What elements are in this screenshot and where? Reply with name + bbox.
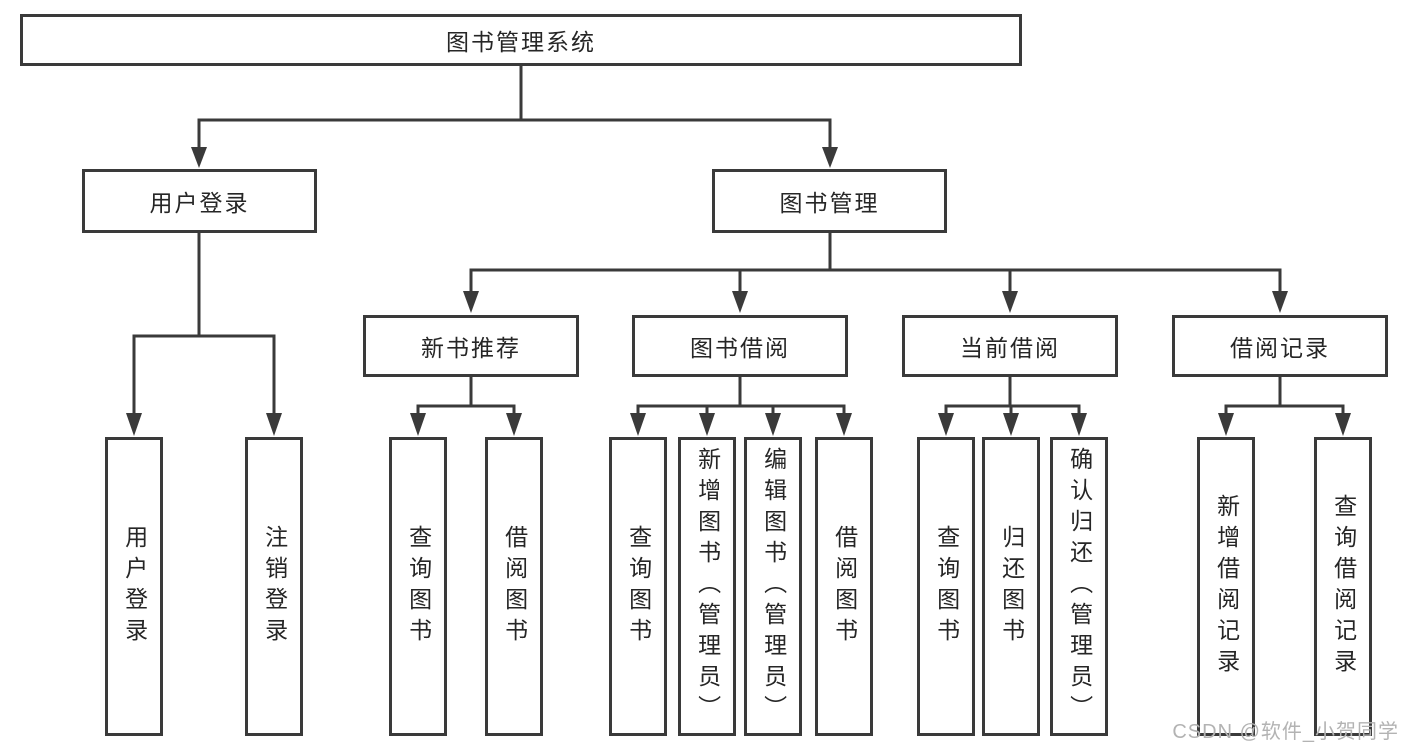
leaf-query-books-borrowing: 查询图书 [609,437,667,736]
connector-current-borrowing-to-leaves [938,377,1087,436]
node-user-login: 用户登录 [82,169,317,233]
csdn-watermark: CSDN @软件_小贺同学 [1172,721,1399,743]
leaf-add-borrow-record: 新增借阅记录 [1197,437,1255,736]
node-book-borrowing: 图书借阅 [632,315,848,377]
leaf-add-books-admin: 新增图书（管理员） [678,437,736,736]
leaf-user-login: 用户登录 [105,437,163,736]
leaf-borrow-books: 借阅图书 [815,437,873,736]
connector-user-login-to-leaves [126,233,282,436]
leaf-return-books: 归还图书 [982,437,1040,736]
connector-book-management-to-level3 [463,233,1288,313]
leaf-logout-login: 注销登录 [245,437,303,736]
node-library-management-system: 图书管理系统 [20,14,1022,66]
connector-new-book-recommend-to-leaves [410,377,522,436]
node-current-borrowing: 当前借阅 [902,315,1118,377]
node-new-book-recommend: 新书推荐 [363,315,579,377]
leaf-query-books-current: 查询图书 [917,437,975,736]
leaf-borrow-books-recommend: 借阅图书 [485,437,543,736]
connector-book-borrowing-to-leaves [630,377,852,436]
leaf-query-borrow-record: 查询借阅记录 [1314,437,1372,736]
connector-borrowing-records-to-leaves [1218,377,1351,436]
connector-root-to-level2 [191,66,838,168]
leaf-confirm-return-admin: 确认归还（管理员） [1050,437,1108,736]
leaf-query-books-recommend: 查询图书 [389,437,447,736]
leaf-edit-books-admin: 编辑图书（管理员） [744,437,802,736]
node-book-management: 图书管理 [712,169,947,233]
node-borrowing-records: 借阅记录 [1172,315,1388,377]
